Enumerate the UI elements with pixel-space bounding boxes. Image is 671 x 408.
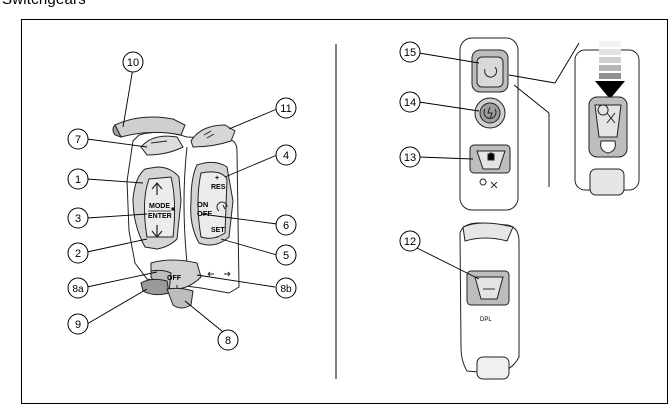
flash-button-ridge (150, 140, 168, 144)
svg-text:1: 1 (75, 174, 81, 186)
indicator-lever (114, 116, 186, 138)
dpl-housing-top (462, 222, 514, 242)
push-bar-3 (599, 57, 621, 63)
right-rocker-face (197, 171, 228, 239)
push-inset (574, 41, 640, 196)
on-label: ON (197, 200, 208, 209)
starter-icon (483, 106, 497, 120)
callouts: 10 7 11 1 4 3 6 2 (67, 41, 421, 351)
push-bar-2 (599, 49, 621, 55)
dpl-foot (476, 356, 510, 380)
turn-indicator-icon (207, 271, 231, 277)
cruise-control-icon (216, 201, 228, 212)
set-label: SET (211, 227, 225, 234)
mode-label: MODE (149, 203, 170, 210)
up-arrow-icon (151, 182, 163, 195)
callout-1: 1 (67, 168, 89, 190)
push-down-arrow-icon (595, 81, 625, 99)
svg-text:9: 9 (75, 319, 81, 331)
padlock-icon (487, 153, 495, 161)
callout-8: 8 (217, 329, 239, 351)
svg-text:2: 2 (75, 248, 81, 260)
left-housing-divider (183, 146, 188, 264)
page-title: Switchgears (2, 0, 86, 8)
svg-text:11: 11 (280, 103, 291, 115)
svg-text:5: 5 (283, 250, 289, 262)
callout-8b: 8b (275, 277, 297, 299)
indicator-lever-tip (112, 124, 122, 138)
ignition-icon (484, 66, 498, 78)
button-15-inner (476, 56, 504, 88)
push-button-lower (600, 140, 616, 154)
callout-12: 12 (399, 230, 421, 252)
down-arrow-icon (151, 225, 163, 238)
svg-text:12: 12 (404, 236, 416, 248)
svg-text:4: 4 (283, 150, 289, 162)
push-bar-1 (599, 41, 621, 47)
svg-text:8a: 8a (72, 284, 84, 295)
callout-7: 7 (67, 128, 89, 150)
right-bottom-unit: DPL (459, 222, 520, 380)
right-top-unit (459, 37, 519, 211)
left-leader-lines (86, 67, 278, 337)
callout-11: 11 (275, 97, 297, 119)
callout-3: 3 (67, 207, 89, 229)
res-label: RES (211, 184, 226, 191)
off-label: OFF (197, 209, 212, 218)
callout-15: 15 (399, 41, 421, 63)
svg-text:6: 6 (283, 220, 289, 232)
callout-14: 14 (399, 91, 421, 113)
right-top-leaders (418, 42, 580, 187)
callout-6: 6 (275, 214, 297, 236)
push-button-x-icon (597, 104, 616, 124)
switchgear-diagram: MODE ENTER + RES ON OFF SET - OFF (67, 37, 640, 380)
res-plus-label: + (215, 175, 219, 182)
svg-text:8: 8 (225, 335, 231, 347)
callout-5: 5 (275, 244, 297, 266)
left-switch-cluster: MODE ENTER + RES ON OFF SET - OFF (112, 116, 240, 309)
callout-9: 9 (67, 313, 89, 335)
svg-text:10: 10 (127, 57, 139, 69)
button-11 (190, 124, 236, 148)
bottom-lever (166, 287, 194, 309)
enter-label: ENTER (148, 213, 172, 220)
callout-8a: 8a (67, 277, 89, 299)
left-rocker-face (143, 176, 176, 238)
button-11-icon (203, 130, 215, 139)
svg-text:8b: 8b (280, 284, 292, 295)
svg-text:15: 15 (404, 47, 416, 59)
off-switch-label: OFF (167, 275, 182, 282)
set-minus-label: - (216, 234, 219, 241)
diagram-frame: MODE ENTER + RES ON OFF SET - OFF (21, 19, 668, 404)
push-bar-5 (599, 73, 621, 79)
flash-button (140, 135, 184, 156)
dpl-button-face (474, 276, 504, 300)
svg-text:7: 7 (75, 134, 81, 146)
callout-10: 10 (122, 51, 144, 73)
leader-12 (416, 247, 480, 280)
svg-text:14: 14 (404, 97, 416, 109)
hazard-lever (140, 278, 170, 296)
padlock-shackle (488, 152, 494, 155)
callout-4: 4 (275, 144, 297, 166)
push-inset-foot (589, 168, 625, 196)
dpl-label: DPL (480, 317, 492, 323)
callout-13: 13 (399, 146, 421, 168)
mode-dot (171, 207, 175, 211)
svg-text:3: 3 (75, 213, 81, 225)
svg-text:13: 13 (404, 152, 416, 164)
hazard-icon (479, 178, 498, 189)
push-bar-4 (599, 65, 621, 71)
callout-2: 2 (67, 242, 89, 264)
